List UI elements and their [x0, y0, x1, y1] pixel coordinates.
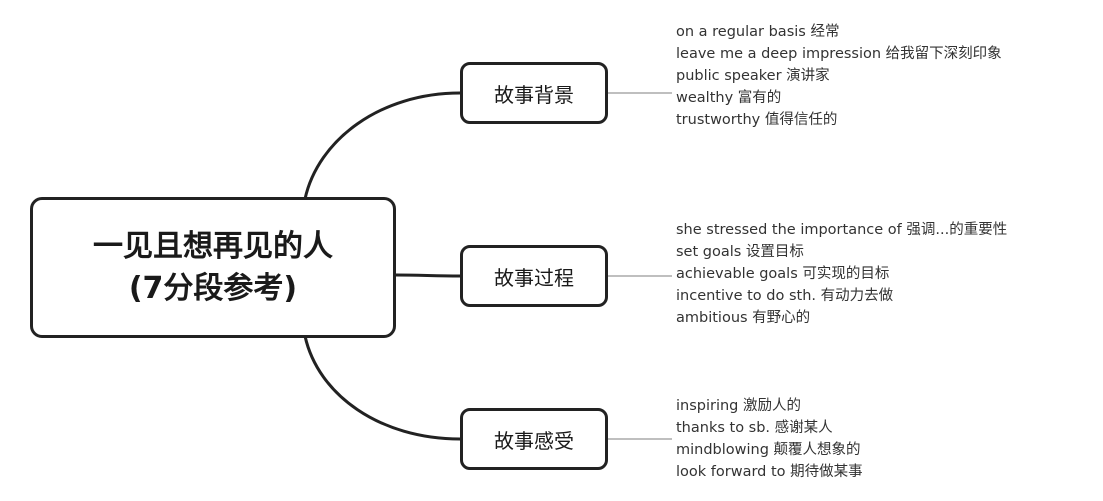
vocab-item: incentive to do sth. 有动力去做 — [676, 288, 894, 304]
vocab-item: trustworthy 值得信任的 — [676, 112, 838, 128]
central-topic-subtitle: (7分段参考) — [128, 270, 298, 306]
vocab-item: thanks to sb. 感谢某人 — [676, 420, 833, 436]
central-topic-node[interactable]: 一见且想再见的人 (7分段参考) — [30, 197, 396, 338]
vocab-item: ambitious 有野心的 — [676, 310, 811, 326]
central-topic-title: 一见且想再见的人 — [93, 229, 333, 265]
branch-label: 故事背景 — [494, 82, 574, 107]
vocab-item: she stressed the importance of 强调...的重要性 — [676, 222, 1008, 238]
vocab-item: mindblowing 颠覆人想象的 — [676, 442, 861, 458]
vocab-item: set goals 设置目标 — [676, 244, 804, 260]
branch-node-process[interactable]: 故事过程 — [460, 245, 608, 307]
vocab-list-feelings: inspiring 激励人的 thanks to sb. 感谢某人 mindbl… — [676, 395, 863, 483]
vocab-item: achievable goals 可实现的目标 — [676, 266, 890, 282]
vocab-item: look forward to 期待做某事 — [676, 464, 863, 480]
connector-root-branch-2 — [395, 273, 461, 278]
branch-label: 故事感受 — [494, 428, 574, 453]
branch-label: 故事过程 — [494, 265, 574, 290]
vocab-list-process: she stressed the importance of 强调...的重要性… — [676, 219, 1007, 329]
branch-node-feelings[interactable]: 故事感受 — [460, 408, 608, 470]
connector-root-branch-1 — [303, 91, 461, 200]
vocab-item: inspiring 激励人的 — [676, 398, 801, 414]
connector-root-branch-3 — [303, 335, 461, 441]
vocab-item: on a regular basis 经常 — [676, 24, 840, 40]
vocab-item: wealthy 富有的 — [676, 90, 782, 106]
vocab-list-background: on a regular basis 经常 leave me a deep im… — [676, 21, 1056, 131]
branch-node-background[interactable]: 故事背景 — [460, 62, 608, 124]
vocab-item: leave me a deep impression 给我留下深刻印象 — [676, 46, 1002, 62]
vocab-item: public speaker 演讲家 — [676, 68, 830, 84]
